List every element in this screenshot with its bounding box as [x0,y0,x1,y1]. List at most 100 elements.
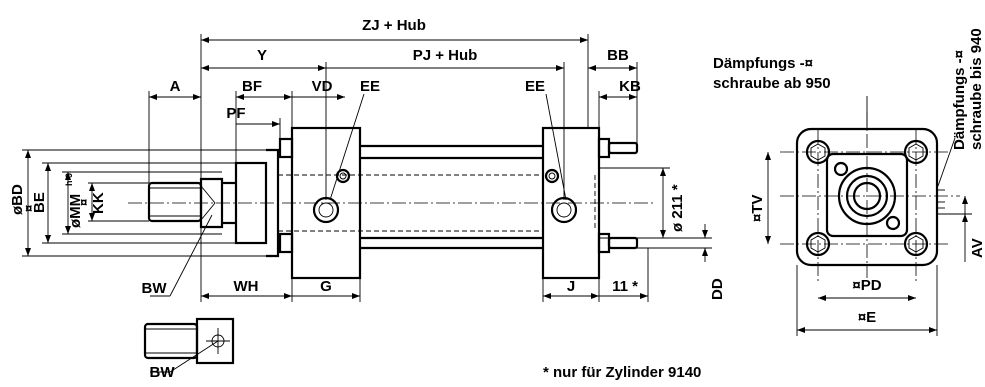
label-g: G [320,278,332,295]
label-ee-right: EE [525,78,545,95]
label-daempf-left-2: schraube ab 950 [713,75,831,92]
arrow [337,94,345,100]
tie-rod-nut-bottom-rear [597,232,611,254]
tie-rod-nut-top-front [278,137,294,159]
label-vd: VD [312,78,333,95]
end-boss-outer [837,166,897,226]
detail-wrench-flat [195,317,235,365]
label-wh: WH [234,278,259,295]
label-mm-tol: h 9 [64,173,74,186]
arrow [65,172,71,180]
label-bf: BF [242,78,262,95]
ee-right-leader [545,93,567,201]
arrow [702,248,708,256]
footnote: * nur für Zylinder 9140 [543,364,701,381]
arrow [660,168,666,176]
wrench-flat-curve [200,185,216,221]
port-front-inner [318,202,334,218]
arrow [89,213,95,221]
cushion-screw-front [335,168,351,184]
arrow [149,94,157,100]
arrow [201,37,209,43]
arrow [818,295,826,301]
cushion-screw-end-1 [833,161,849,177]
arrow [629,94,637,100]
arrow [201,65,209,71]
arrow [352,293,360,299]
ee-left-leader [329,93,365,201]
arrow [797,327,805,333]
end-view [765,96,972,336]
wrench-flat [199,177,224,229]
cushion-screw-end-2 [885,215,901,231]
end-boss-inner [852,181,882,211]
arrow [236,94,244,100]
cushion-screw-rear-inner [548,172,556,180]
label-be: BE [31,192,48,213]
arrow [702,230,708,238]
cushion-screw-front-inner [339,172,347,180]
tie-rod-ext-top [607,141,639,155]
label-bw-main: BW [142,280,168,297]
port-rear-inner [556,202,572,218]
arrow [45,235,51,243]
detail-bw-view [143,317,235,373]
arrow [908,295,916,301]
bw-leader [169,214,213,297]
label-a: A [170,78,181,95]
arrow [591,293,599,299]
detail-bw-leader [169,340,219,373]
arrow [272,121,280,127]
label-bb: BB [607,47,629,64]
label-pf: PF [226,105,245,122]
label-dd: DD [709,278,726,300]
arrow [556,65,564,71]
label-bw-detail: BW [150,364,176,381]
arrow [765,236,771,244]
arrow [580,37,588,43]
rod-bushing [234,161,268,245]
label-o211: ø 211 * [669,184,686,232]
arrow [765,152,771,160]
label-pj-hub: PJ + Hub [413,47,478,64]
side-view [128,93,655,280]
arrow [629,65,637,71]
bolt-hex-bottom-right [908,235,924,253]
tie-rod-nut-top-rear [597,137,611,159]
arrow [65,226,71,234]
arrow [962,214,968,222]
label-bd-sym: ¤ [21,205,36,212]
label-kk: KK [90,192,107,214]
arrow [284,293,292,299]
bolt-top-left [805,139,831,165]
label-kb: KB [619,78,641,95]
arrow [89,183,95,191]
bolt-bottom-left [805,231,831,257]
arrow [640,293,648,299]
bushing-shoulder [266,148,280,258]
label-daempf-left-1: Dämpfungs -¤ [713,55,813,72]
port-rear [550,196,578,224]
label-daempf-right-2: schraube bis 940 [968,28,985,150]
cushion-screw-rear [544,168,560,184]
label-y: Y [257,47,267,64]
end-flange [825,152,909,238]
port-front [312,196,340,224]
bolt-bottom-right [903,231,929,257]
label-zj-hub: ZJ + Hub [362,17,426,34]
arrow [588,65,596,71]
rear-head [541,126,601,280]
label-eleven: 11 * [612,278,638,295]
label-e: ¤E [858,309,876,326]
rod-thread [147,181,203,223]
labels: ZJ + Hub Y PJ + Hub BB A BF VD EE EE KB … [9,17,985,381]
bolt-hex-top-right [908,143,924,161]
bolt-hex-bottom-left [810,235,826,253]
arrow [660,230,666,238]
label-mm: øMM [67,194,84,228]
label-kk-sym: ¤ [76,199,91,206]
arrow [284,94,292,100]
arrow [962,196,968,204]
